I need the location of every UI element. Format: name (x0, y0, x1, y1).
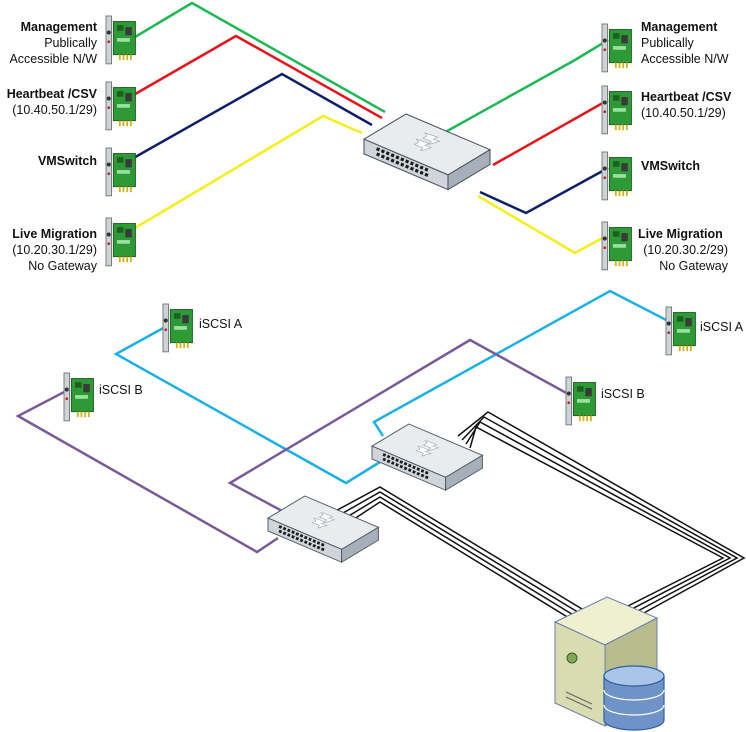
label-right-vmswitch: VMSwitch (641, 159, 700, 173)
svg-text:Heartbeat /CSV: Heartbeat /CSV (7, 87, 98, 101)
svg-text:Live Migration: Live Migration (638, 227, 723, 241)
database-icon (603, 665, 665, 731)
svg-text:VMSwitch: VMSwitch (641, 159, 700, 173)
svg-text:No Gateway: No Gateway (28, 259, 98, 273)
nic-right-vmswitch (601, 151, 632, 201)
nic-right-heartbeat (601, 85, 632, 135)
svg-text:No Gateway: No Gateway (659, 259, 729, 273)
nic-left-iscsi-a (162, 303, 193, 353)
iscsi-b-cable (15, 338, 571, 554)
svg-text:Publically: Publically (44, 36, 98, 50)
nic-left-management (105, 15, 136, 65)
label-left-vmswitch: VMSwitch (38, 154, 97, 168)
label-right-heartbeat: Heartbeat /CSV (10.40.50.1/29) (641, 90, 732, 120)
nic-right-live-migration (601, 221, 632, 271)
svg-text:(10.40.50.1/29): (10.40.50.1/29) (641, 106, 726, 120)
nic-left-iscsi-b (63, 372, 94, 422)
label-left-live-migration: Live Migration (10.20.30.1/29) No Gatewa… (12, 227, 98, 273)
svg-text:Publically: Publically (641, 36, 695, 50)
nic-left-heartbeat (105, 81, 136, 131)
label-left-iscsi-b: iSCSI B (99, 383, 143, 397)
heartbeat-cable (129, 34, 609, 167)
core-switch (362, 112, 492, 192)
vmswitch-cable (129, 72, 609, 215)
label-left-management: Management Publically Accessible N/W (9, 20, 97, 66)
svg-text:(10.40.50.1/29): (10.40.50.1/29) (12, 103, 97, 117)
label-right-iscsi-b: iSCSI B (601, 387, 645, 401)
label-right-management: Management Publically Accessible N/W (641, 20, 729, 66)
live-migration-cable (129, 114, 609, 255)
management-cable (129, 1, 609, 137)
svg-text:Management: Management (21, 20, 98, 34)
iscsi-switch-b (266, 494, 380, 564)
nic-right-iscsi-b (565, 376, 596, 426)
svg-text:Heartbeat /CSV: Heartbeat /CSV (641, 90, 732, 104)
label-left-iscsi-a: iSCSI A (199, 317, 243, 331)
nic-left-live-migration (105, 217, 136, 267)
svg-text:Accessible N/W: Accessible N/W (641, 52, 729, 66)
svg-text:Live Migration: Live Migration (12, 227, 97, 241)
nic-right-management (601, 23, 632, 73)
label-right-live-migration: Live Migration (10.20.30.2/29) No Gatewa… (638, 227, 729, 273)
storage-cables (329, 411, 746, 619)
svg-text:(10.20.30.1/29): (10.20.30.1/29) (12, 243, 97, 257)
iscsi-switch-a (370, 422, 484, 492)
power-led-icon (566, 652, 578, 664)
nic-left-vmswitch (105, 147, 136, 197)
svg-text:Management: Management (641, 20, 718, 34)
iscsi-a-cable (113, 289, 673, 485)
label-right-iscsi-a: iSCSI A (700, 320, 744, 334)
label-left-heartbeat: Heartbeat /CSV (10.40.50.1/29) (7, 87, 98, 117)
svg-text:(10.20.30.2/29): (10.20.30.2/29) (643, 243, 728, 257)
svg-text:Accessible N/W: Accessible N/W (9, 52, 97, 66)
nic-right-iscsi-a (665, 306, 696, 356)
svg-text:VMSwitch: VMSwitch (38, 154, 97, 168)
